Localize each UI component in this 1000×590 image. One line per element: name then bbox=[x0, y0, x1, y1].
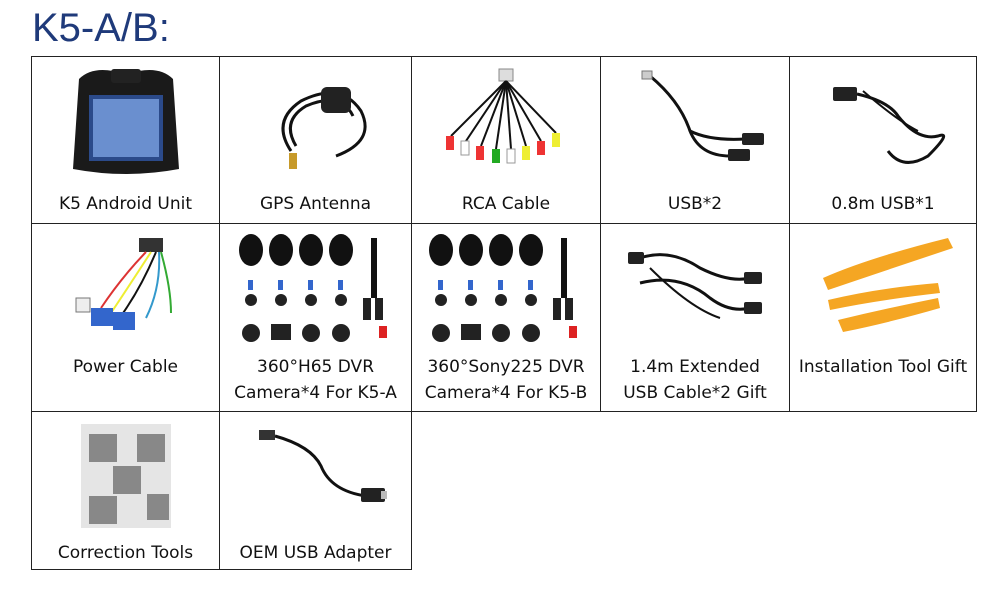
item-caption: 360°H65 DVR bbox=[257, 357, 374, 377]
item-cell-oem-usb-adapter: OEM USB Adapter bbox=[219, 411, 412, 570]
power-harness-icon bbox=[32, 228, 219, 348]
item-caption: Correction Tools bbox=[57, 543, 194, 563]
item-cell-extended-usb-cable: 1.4m Extended USB Cable*2 Gift bbox=[600, 223, 790, 412]
item-caption: 0.8m USB*1 bbox=[831, 194, 935, 214]
item-caption: OEM USB Adapter bbox=[239, 543, 392, 563]
camera-kit-icon bbox=[220, 228, 411, 353]
item-caption: USB*2 bbox=[667, 194, 723, 214]
item-caption-line-2: Camera*4 For K5-A bbox=[234, 383, 397, 403]
item-caption: 1.4m Extended bbox=[630, 357, 760, 377]
oem-usb-adapter-icon bbox=[220, 416, 411, 526]
item-caption: 360°Sony225 DVR bbox=[427, 357, 585, 377]
item-cell-gps-antenna: GPS Antenna bbox=[219, 56, 412, 224]
item-caption: Power Cable bbox=[72, 357, 179, 377]
pry-tool-icon bbox=[790, 228, 976, 348]
item-caption: K5 Android Unit bbox=[58, 194, 193, 214]
extension-usb-cable-icon bbox=[601, 228, 789, 348]
camera-kit-icon bbox=[412, 228, 600, 353]
usb-cable-icon bbox=[790, 61, 976, 181]
item-cell-0-8m-usb: 0.8m USB*1 bbox=[789, 56, 977, 224]
item-caption-line-2: USB Cable*2 Gift bbox=[623, 383, 767, 403]
item-caption-line-2: Camera*4 For K5-B bbox=[424, 383, 588, 403]
item-cell-sony225-camera-kit: 360°Sony225 DVR Camera*4 For K5-B bbox=[411, 223, 601, 412]
item-cell-installation-tool: Installation Tool Gift bbox=[789, 223, 977, 412]
android-head-unit-icon bbox=[32, 61, 219, 181]
item-caption: RCA Cable bbox=[461, 194, 551, 214]
calibration-cloth-icon bbox=[32, 416, 219, 536]
item-cell-k5-android-unit: K5 Android Unit bbox=[31, 56, 220, 224]
item-caption: GPS Antenna bbox=[259, 194, 372, 214]
usb-cable-pair-icon bbox=[601, 61, 789, 181]
rca-cable-icon bbox=[412, 61, 600, 181]
item-cell-h65-camera-kit: 360°H65 DVR Camera*4 For K5-A bbox=[219, 223, 412, 412]
item-cell-rca-cable: RCA Cable bbox=[411, 56, 601, 224]
item-cell-usb-2: USB*2 bbox=[600, 56, 790, 224]
item-cell-power-cable: Power Cable bbox=[31, 223, 220, 412]
item-caption: Installation Tool Gift bbox=[798, 357, 968, 377]
page-title: K5-A/B: bbox=[32, 6, 170, 50]
item-cell-correction-tools: Correction Tools bbox=[31, 411, 220, 570]
gps-antenna-icon bbox=[220, 61, 411, 181]
